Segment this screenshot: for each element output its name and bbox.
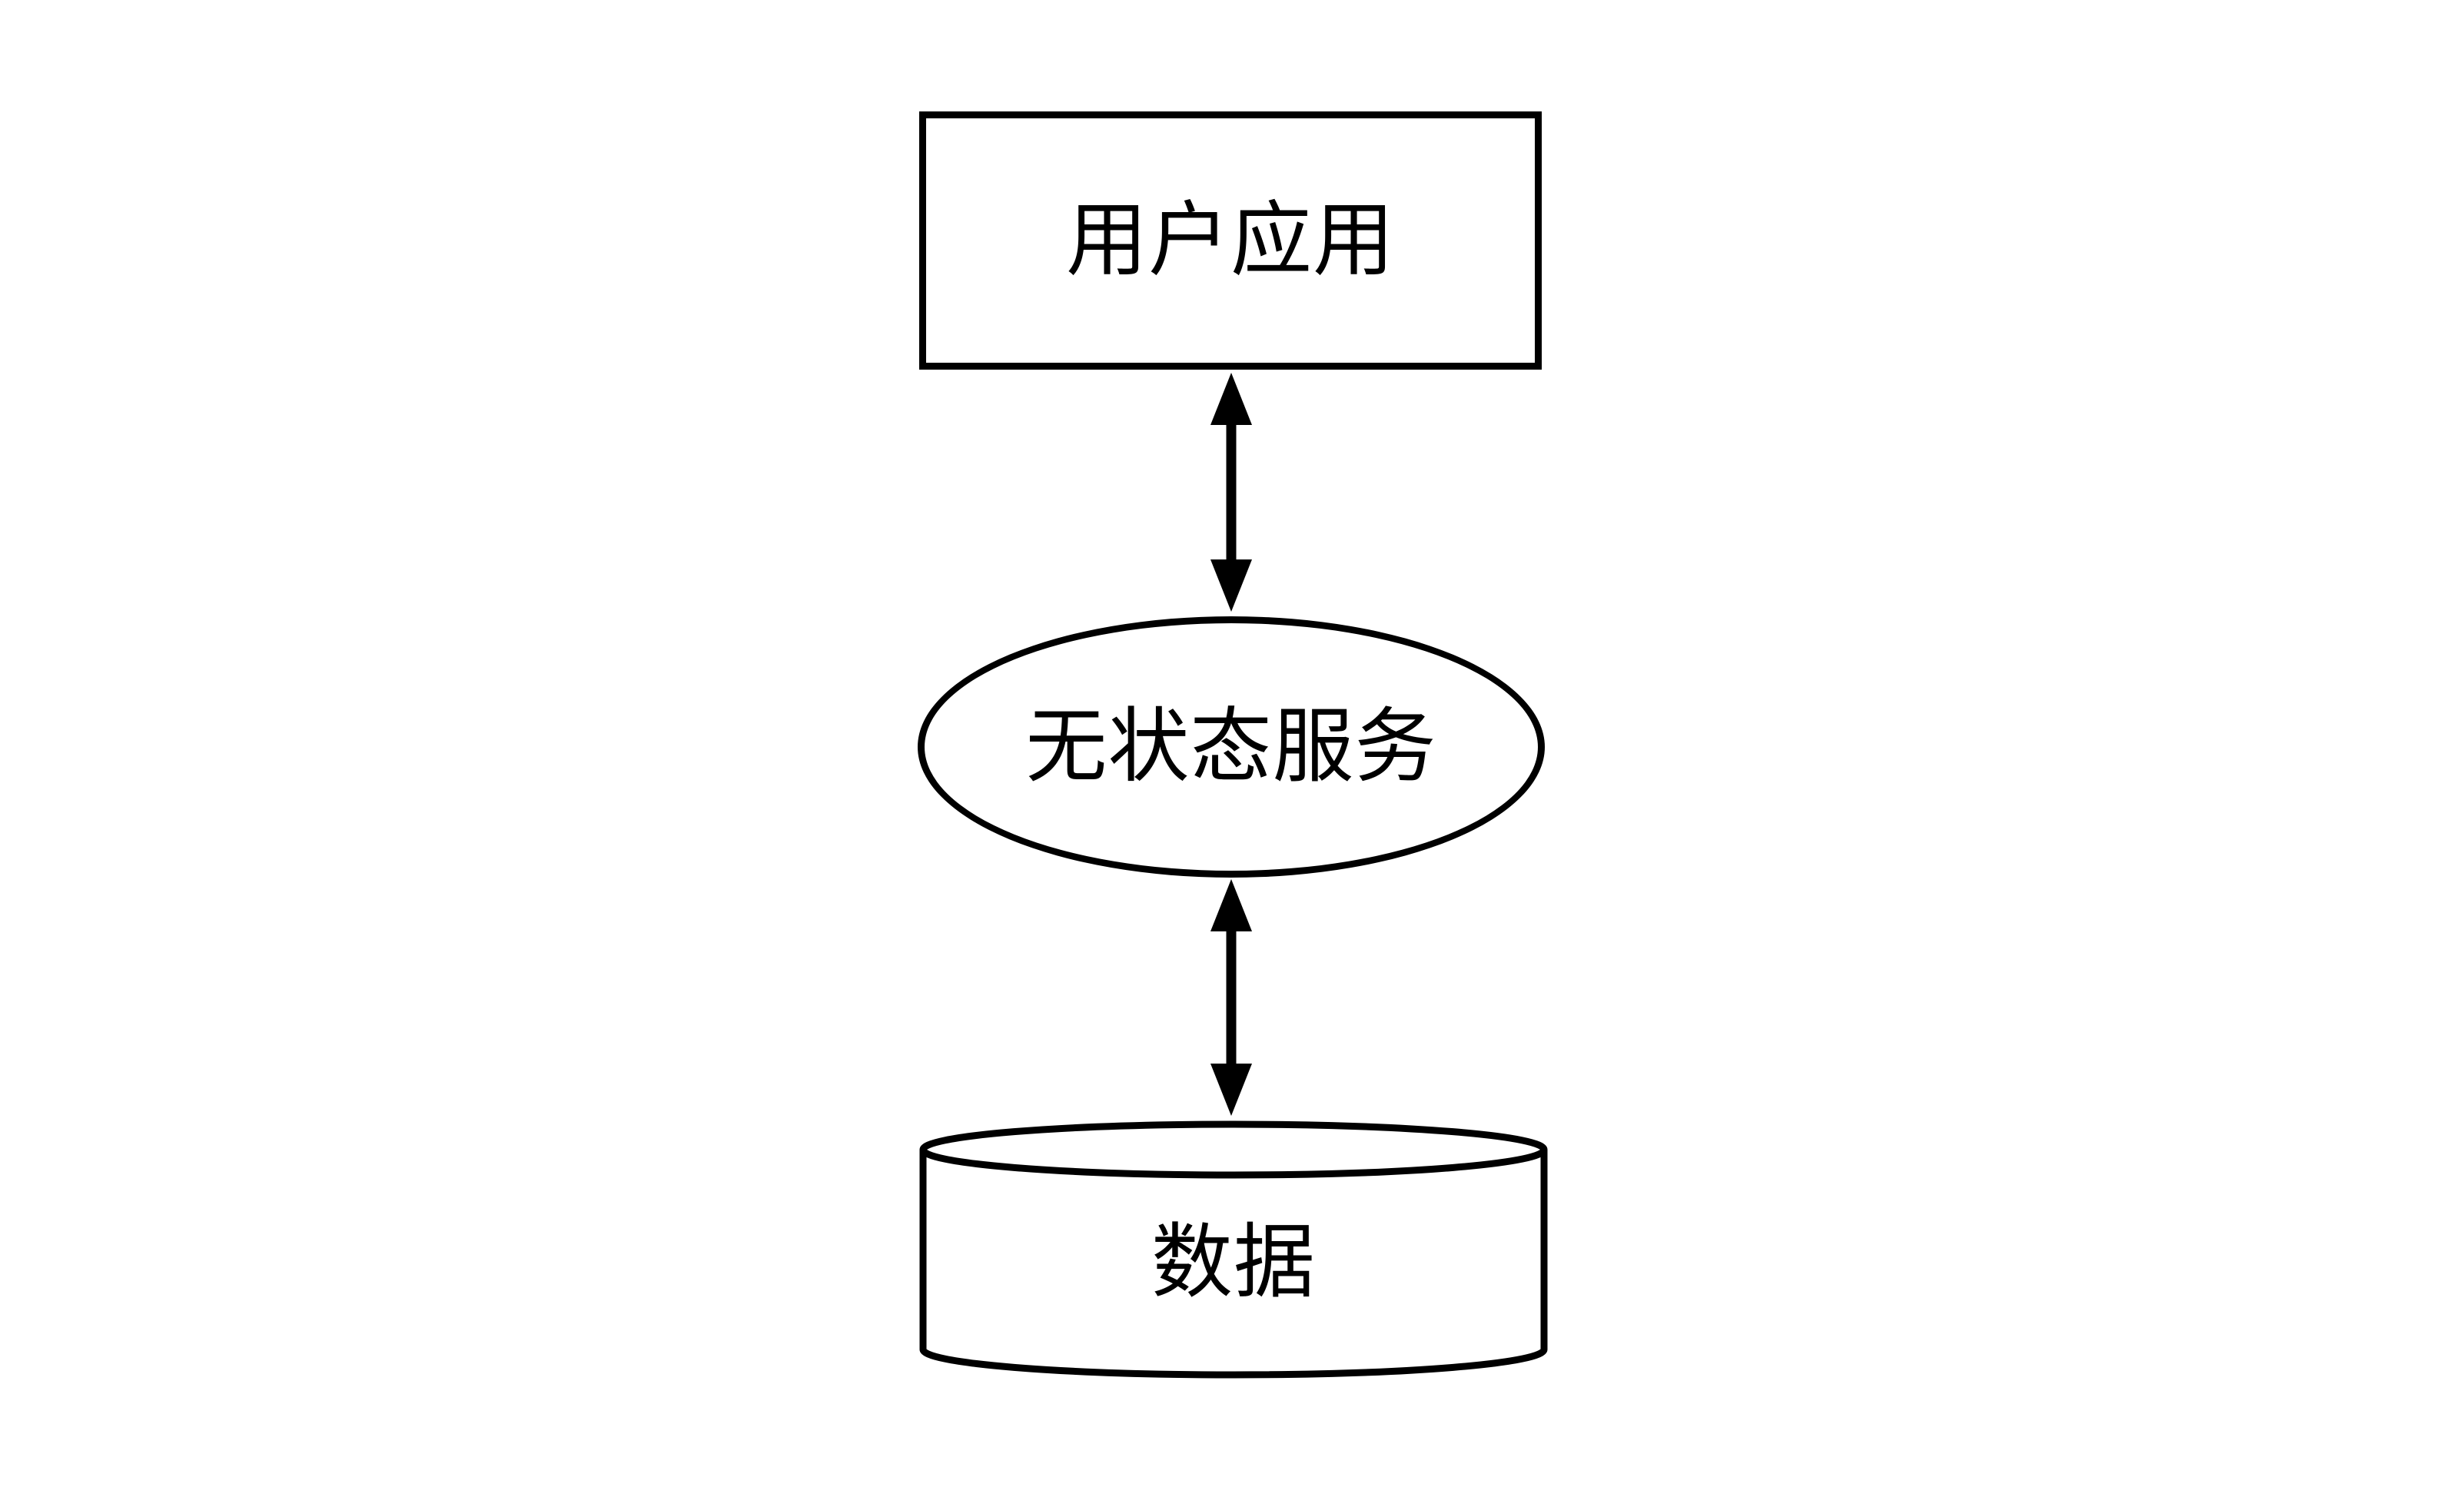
node-stateless-service-label: 无状态服务 [1025,702,1437,792]
double-arrow-icon [1210,373,1252,612]
database-cylinder-icon [919,1120,1548,1379]
node-data-store [919,1120,1548,1379]
node-stateless-service: 无状态服务 [918,616,1545,878]
edge-stateless-service-data-store [1210,879,1252,1116]
node-user-application-label: 用户应用 [1066,195,1395,286]
double-arrow-icon [1210,879,1252,1116]
edge-user-application-stateless-service [1210,373,1252,612]
node-user-application: 用户应用 [919,111,1542,370]
node-data-store-label: 数据 [1151,1217,1316,1308]
